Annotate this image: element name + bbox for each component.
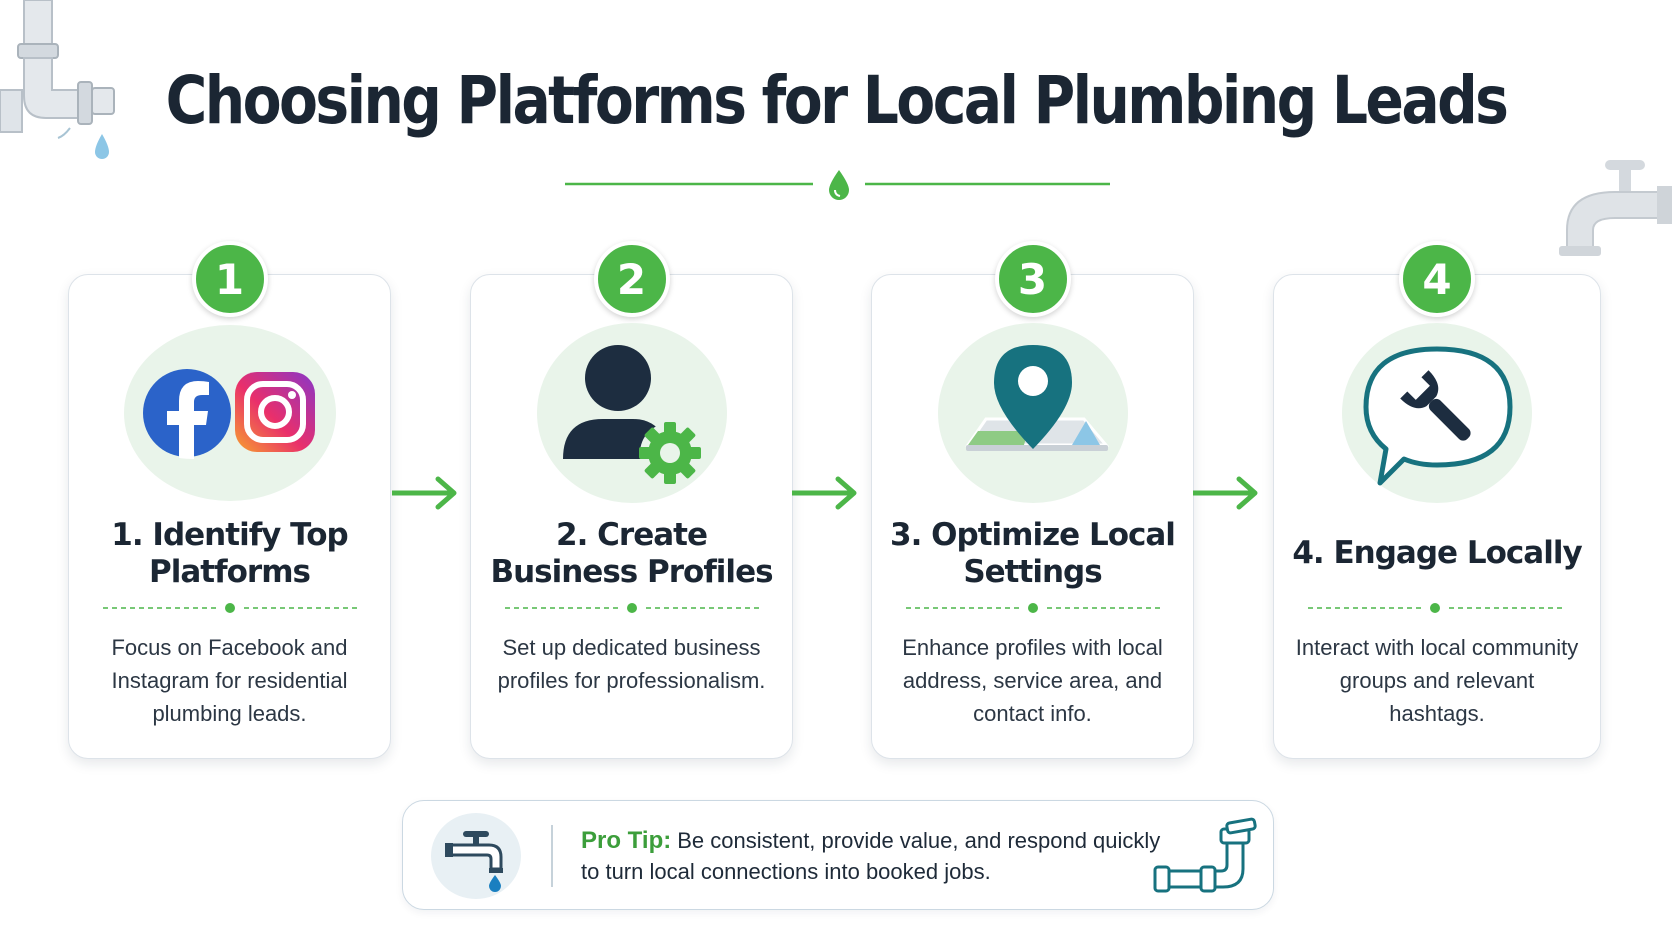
tip-text: Pro Tip:Be consistent, provide value, an… — [581, 825, 1161, 887]
pipe-faucet-top-left-icon — [0, 0, 115, 159]
step-card-2: 2 — [470, 241, 793, 759]
step-title: 1. Identify Top Platforms — [111, 516, 348, 590]
tip-separator — [551, 825, 553, 887]
step-title: 4. Engage Locally — [1292, 535, 1582, 572]
gear-icon — [638, 422, 701, 484]
arrow-right-icon — [1193, 476, 1258, 510]
arrow-right-icon — [392, 476, 457, 510]
tip-icon-background — [431, 813, 521, 899]
step-number-badge: 2 — [593, 241, 670, 317]
dotted-divider — [906, 603, 1161, 613]
water-drop-icon — [829, 170, 849, 200]
tip-label: Pro Tip: — [581, 827, 672, 854]
wrench-icon — [1400, 370, 1471, 441]
step-description: Set up dedicated business profiles for p… — [497, 635, 766, 693]
title-divider — [565, 170, 1110, 200]
step-number-badge: 3 — [994, 241, 1071, 317]
facebook-icon — [142, 369, 231, 459]
step-number-badge: 4 — [1399, 241, 1475, 317]
step-description: Focus on Facebook and Instagram for resi… — [111, 635, 348, 726]
step-description: Enhance profiles with local address, ser… — [902, 635, 1163, 726]
step-title: 3. Optimize Local Settings — [890, 516, 1176, 590]
step-card-1: 1 1. Identify Top Platforms — [68, 241, 391, 759]
step-description: Interact with local community groups and… — [1295, 635, 1579, 726]
dotted-divider — [1308, 603, 1563, 613]
step-title: 2. Create Business Profiles — [490, 516, 773, 590]
pipe-icon — [1153, 817, 1257, 893]
icon-background — [123, 325, 336, 501]
pro-tip-box: Pro Tip:Be consistent, provide value, an… — [402, 800, 1274, 910]
icon-background — [937, 323, 1128, 503]
instagram-icon — [234, 372, 315, 452]
dotted-divider — [103, 603, 358, 613]
faucet-top-right-icon — [1559, 160, 1672, 256]
faucet-icon — [445, 831, 503, 892]
page-title: Choosing Platforms for Local Plumbing Le… — [165, 62, 1509, 139]
map-pin-icon — [993, 345, 1072, 449]
map-icon — [964, 417, 1109, 451]
user-icon — [562, 345, 663, 459]
step-card-4: 4 4. Engage Locally Interact with local … — [1273, 241, 1601, 759]
tip-body: Be consistent, provide value, and respon… — [581, 828, 1161, 884]
icon-background — [536, 323, 727, 503]
step-number-badge: 1 — [191, 241, 268, 317]
arrow-right-icon — [792, 476, 857, 510]
dotted-divider — [505, 603, 760, 613]
icon-background — [1342, 323, 1532, 503]
step-card-3: 3 3. Optimize Local Settings Enhance pro… — [871, 241, 1194, 759]
